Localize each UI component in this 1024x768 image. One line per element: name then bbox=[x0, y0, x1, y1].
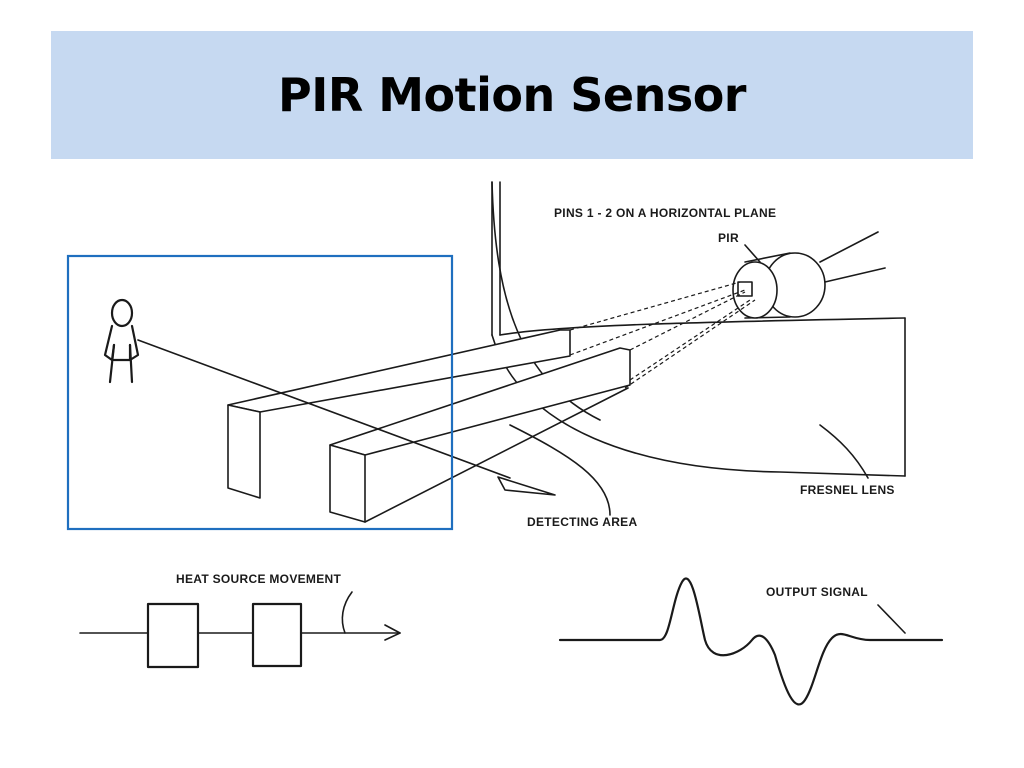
detection-zone-upper bbox=[227, 329, 571, 499]
heat-source-figure: HEAT SOURCE MOVEMENT bbox=[79, 572, 401, 669]
pir-sensor-shape bbox=[732, 231, 886, 319]
movement-arrow bbox=[137, 339, 556, 496]
output-signal-waveform bbox=[558, 577, 944, 706]
label-pins: PINS 1 - 2 ON A HORIZONTAL PLANE bbox=[554, 206, 776, 220]
label-pir: PIR bbox=[718, 231, 739, 245]
label-fresnel-lens: FRESNEL LENS bbox=[800, 483, 895, 497]
person-figure bbox=[103, 298, 140, 384]
label-detecting-area: DETECTING AREA bbox=[527, 515, 637, 529]
detection-zone-lower bbox=[329, 347, 631, 523]
label-output-signal: OUTPUT SIGNAL bbox=[766, 585, 868, 599]
slide-title: PIR Motion Sensor bbox=[277, 68, 747, 122]
fresnel-lens-shape bbox=[491, 181, 906, 477]
highlight-box bbox=[66, 254, 454, 531]
sensing-rays bbox=[569, 281, 756, 389]
leader-lines bbox=[509, 424, 869, 516]
output-signal-figure: OUTPUT SIGNAL bbox=[558, 577, 944, 706]
label-heat-source: HEAT SOURCE MOVEMENT bbox=[176, 572, 341, 586]
title-banner: PIR Motion Sensor bbox=[51, 31, 973, 159]
